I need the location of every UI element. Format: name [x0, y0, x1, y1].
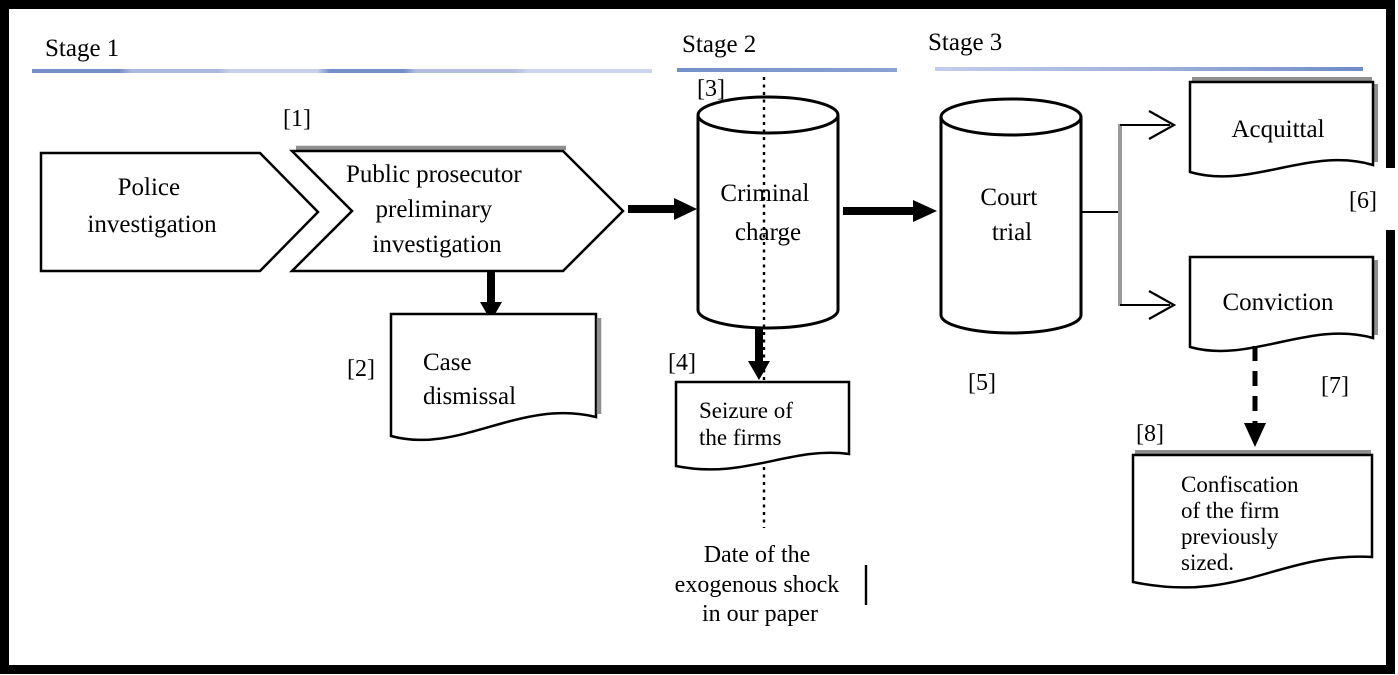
court-trial-cylinder: [939, 97, 1083, 335]
case-dismissal-shape: [389, 312, 598, 442]
ref-label-5: [5]: [968, 370, 996, 396]
ref-label-7: [7]: [1321, 373, 1349, 399]
court-trial-label: Court trial: [980, 184, 1043, 246]
stage-3-rule: [935, 67, 1363, 71]
arrow-court-trial-to-acquittal: [1120, 110, 1177, 140]
arrow-criminal-charge-to-court-trial: [843, 200, 937, 222]
police-investigation-label: Police investigation: [87, 174, 217, 238]
acquittal-shape: [1188, 80, 1375, 178]
exogenous-shock-annotation: Date of the exogenous shock in our paper: [675, 542, 846, 627]
stage-1-rule: [32, 69, 652, 73]
confiscation-label: Confiscation of the firm previously size…: [1181, 472, 1304, 575]
open-arrowhead: [1148, 290, 1177, 320]
stage-2-rule: [677, 68, 897, 72]
ref-label-4: [4]: [668, 350, 696, 376]
arrowhead: [480, 302, 502, 321]
open-arrowhead: [1148, 110, 1177, 140]
seizure-label: Seizure of the firms: [699, 398, 799, 450]
prosecutor-investigation-label: Public prosecutor preliminary investigat…: [346, 161, 528, 258]
arrowhead: [674, 198, 697, 220]
case-dismissal-label: Case dismissal: [423, 349, 516, 410]
ref-label-6: [6]: [1349, 188, 1377, 214]
ref-label-8: [8]: [1136, 421, 1164, 447]
police-investigation-shape: [39, 151, 320, 273]
stage-2-header: Stage 2: [682, 31, 756, 58]
arrow-prosecutor-to-criminal-charge: [628, 198, 697, 220]
arrowhead: [913, 200, 937, 222]
ref-label-2: [2]: [347, 356, 375, 382]
arrow-prosecutor-to-case-dismissal: [480, 271, 502, 321]
frame-border-gap: [1380, 168, 1398, 230]
confiscation-shape: [1131, 453, 1374, 589]
criminal-charge-label: Criminal charge: [720, 180, 815, 246]
acquittal-label: Acquittal: [1231, 116, 1324, 143]
prosecutor-investigation-shape: [288, 149, 625, 273]
arrowhead: [1244, 423, 1266, 447]
arrow-court-trial-to-conviction: [1120, 290, 1177, 320]
stage-3-header: Stage 3: [928, 29, 1002, 56]
stage-1-header: Stage 1: [45, 35, 119, 62]
seizure-shape: [674, 380, 851, 471]
conviction-shape: [1188, 255, 1375, 353]
criminal-charge-cylinder: [696, 95, 840, 330]
conviction-label: Conviction: [1222, 289, 1334, 316]
ref-label-3: [3]: [697, 76, 725, 102]
arrowhead: [748, 361, 770, 380]
arrow-conviction-to-confiscation: [1244, 346, 1266, 447]
ref-label-1: [1]: [283, 106, 311, 132]
arrow-criminal-charge-to-seizure: [748, 329, 770, 380]
